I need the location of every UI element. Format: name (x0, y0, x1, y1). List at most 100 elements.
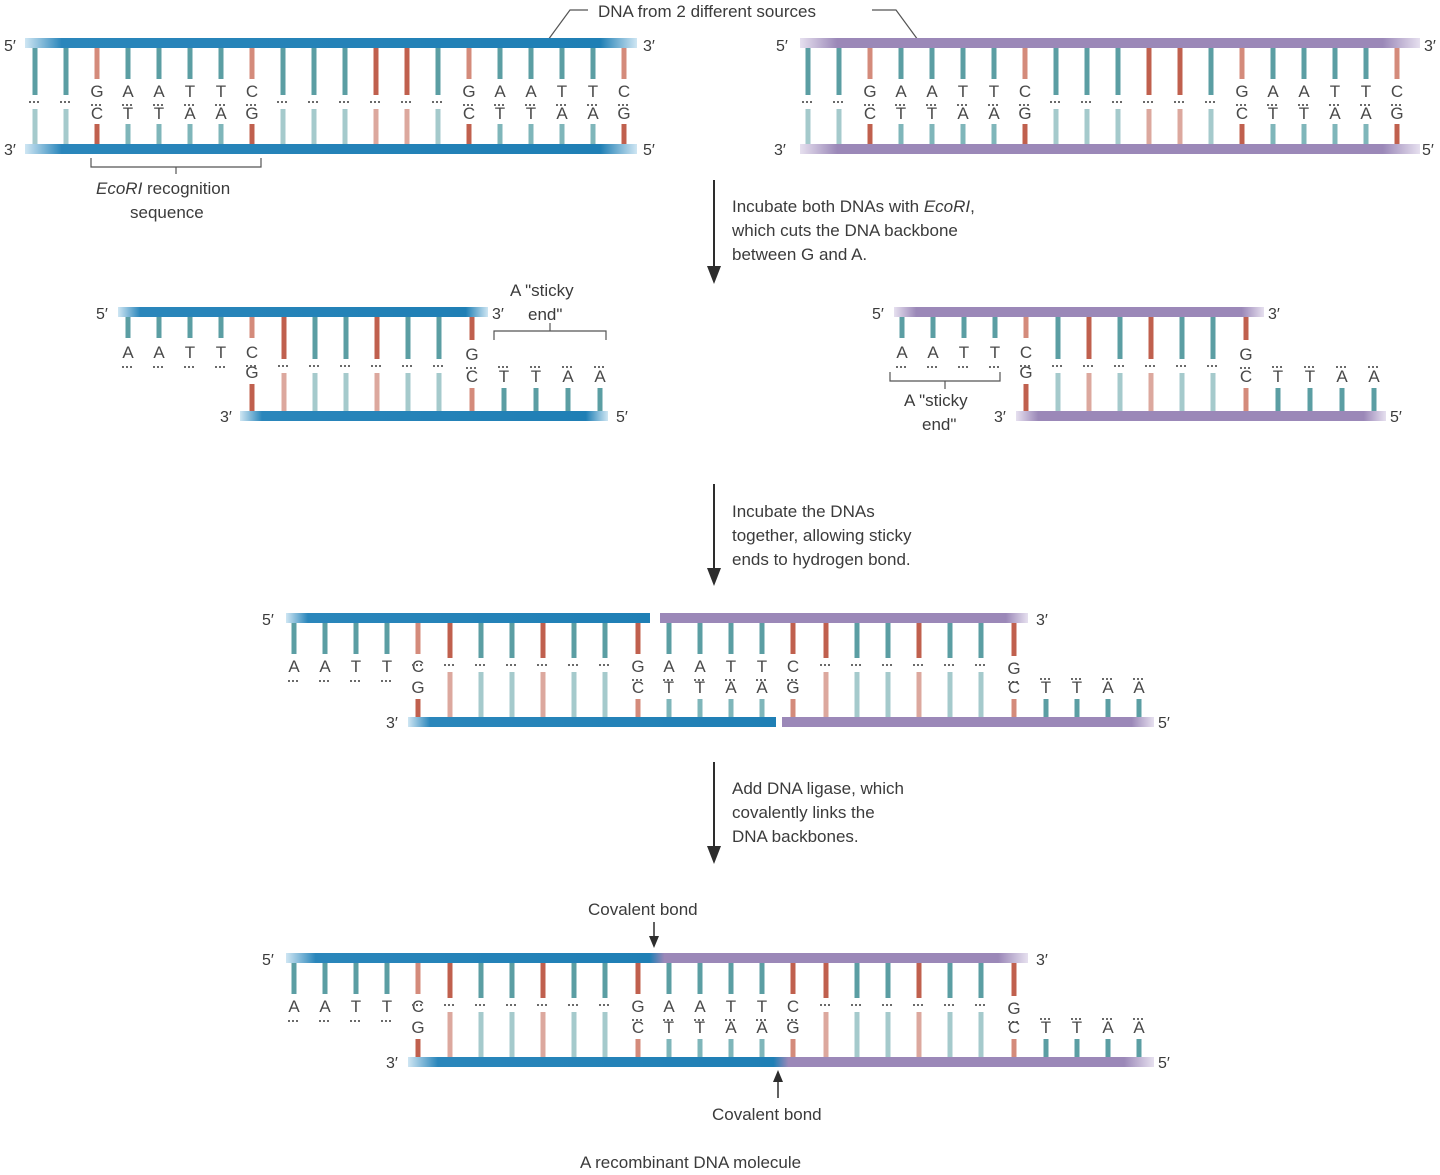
base-stick (32, 109, 38, 144)
base-letter: T (1305, 367, 1315, 386)
base-stick (899, 317, 905, 338)
base-stick (1074, 699, 1080, 717)
base-letter: T (216, 82, 226, 101)
base-stick (571, 1012, 577, 1057)
base-stick (1023, 317, 1029, 338)
base-letter: T (588, 82, 598, 101)
step3-line-2: covalently links the (732, 803, 875, 822)
base-letter: C (1008, 678, 1020, 697)
base-letter: C (1019, 82, 1031, 101)
base-stick (343, 317, 349, 359)
base-stick (1022, 48, 1028, 79)
base-stick (156, 317, 162, 338)
end-5prime: 5′ (1158, 1055, 1170, 1072)
base-letter: C (787, 997, 799, 1016)
base-letter: A (1267, 82, 1279, 101)
base-letter: G (245, 104, 258, 123)
end-3prime: 3′ (774, 142, 786, 159)
step2-line-2: together, allowing sticky (732, 526, 912, 545)
base-stick (1177, 109, 1183, 144)
base-stick (342, 48, 348, 95)
base-stick (823, 963, 829, 998)
base-stick (1136, 699, 1142, 717)
base-stick (635, 623, 641, 654)
base-letter: T (382, 997, 392, 1016)
covalent-bond-top: Covalent bond (588, 900, 698, 948)
base-stick (867, 124, 873, 144)
base-stick (759, 1039, 765, 1057)
covalent-bond-label: Covalent bond (588, 900, 698, 919)
step3-line-3: DNA backbones. (732, 827, 859, 846)
base-stick (63, 48, 69, 95)
base-stick (854, 963, 860, 998)
base-letter: T (351, 997, 361, 1016)
base-letter: T (1072, 1018, 1082, 1037)
base-stick (1239, 48, 1245, 79)
base-stick (885, 623, 891, 658)
base-stick (353, 623, 359, 654)
dna-sources-label: DNA from 2 different sources (598, 2, 816, 21)
base-stick (1146, 109, 1152, 144)
base-stick (961, 317, 967, 338)
base-stick (509, 963, 515, 998)
base-letter: A (153, 82, 165, 101)
base-letter: G (1235, 82, 1248, 101)
base-stick (218, 48, 224, 79)
base-letter: T (695, 678, 705, 697)
base-stick (790, 623, 796, 654)
base-stick (1023, 384, 1029, 411)
base-stick (635, 699, 641, 717)
base-letter: G (411, 1018, 424, 1037)
end-3prime: 3′ (1036, 952, 1048, 969)
base-stick (898, 48, 904, 79)
base-stick (1239, 124, 1245, 144)
base-letter: A (926, 82, 938, 101)
base-letter: T (1072, 678, 1082, 697)
base-stick (497, 48, 503, 79)
base-stick (960, 48, 966, 79)
base-letter: C (1020, 343, 1032, 362)
end-3prime: 3′ (994, 409, 1006, 426)
base-stick (540, 623, 546, 658)
base-stick (415, 963, 421, 994)
base-stick (501, 388, 507, 411)
base-stick (94, 124, 100, 144)
down-arrow-icon (707, 568, 721, 586)
base-stick (947, 1012, 953, 1057)
end-3prime: 3′ (1036, 612, 1048, 629)
base-letter: G (863, 82, 876, 101)
base-letter: C (463, 104, 475, 123)
base-stick (343, 373, 349, 411)
base-stick (947, 963, 953, 998)
base-letter: C (1391, 82, 1403, 101)
base-letter: A (1360, 104, 1372, 123)
base-stick (1208, 48, 1214, 95)
base-letter: T (185, 82, 195, 101)
base-stick (540, 672, 546, 717)
base-stick (249, 48, 255, 79)
base-letter: G (1239, 345, 1252, 364)
end-3prime: 3′ (643, 38, 655, 55)
base-stick (805, 48, 811, 95)
base-stick (322, 623, 328, 654)
base-stick (1011, 1039, 1017, 1057)
step-2: Incubate the DNAs together, allowing sti… (707, 484, 912, 586)
end-5prime: 5′ (643, 142, 655, 159)
base-letter: T (123, 104, 133, 123)
sticky-end-label-1: A "sticky (510, 281, 574, 300)
base-stick (823, 1012, 829, 1057)
base-stick (1136, 1039, 1142, 1057)
base-letter: A (153, 343, 165, 362)
base-stick (1275, 388, 1281, 411)
base-stick (1084, 109, 1090, 144)
base-letter: T (927, 104, 937, 123)
base-stick (249, 384, 255, 411)
end-5prime: 5′ (262, 952, 274, 969)
base-stick (311, 109, 317, 144)
base-letter: C (246, 343, 258, 362)
base-letter: A (694, 657, 706, 676)
base-letter: T (664, 1018, 674, 1037)
base-stick (602, 623, 608, 658)
